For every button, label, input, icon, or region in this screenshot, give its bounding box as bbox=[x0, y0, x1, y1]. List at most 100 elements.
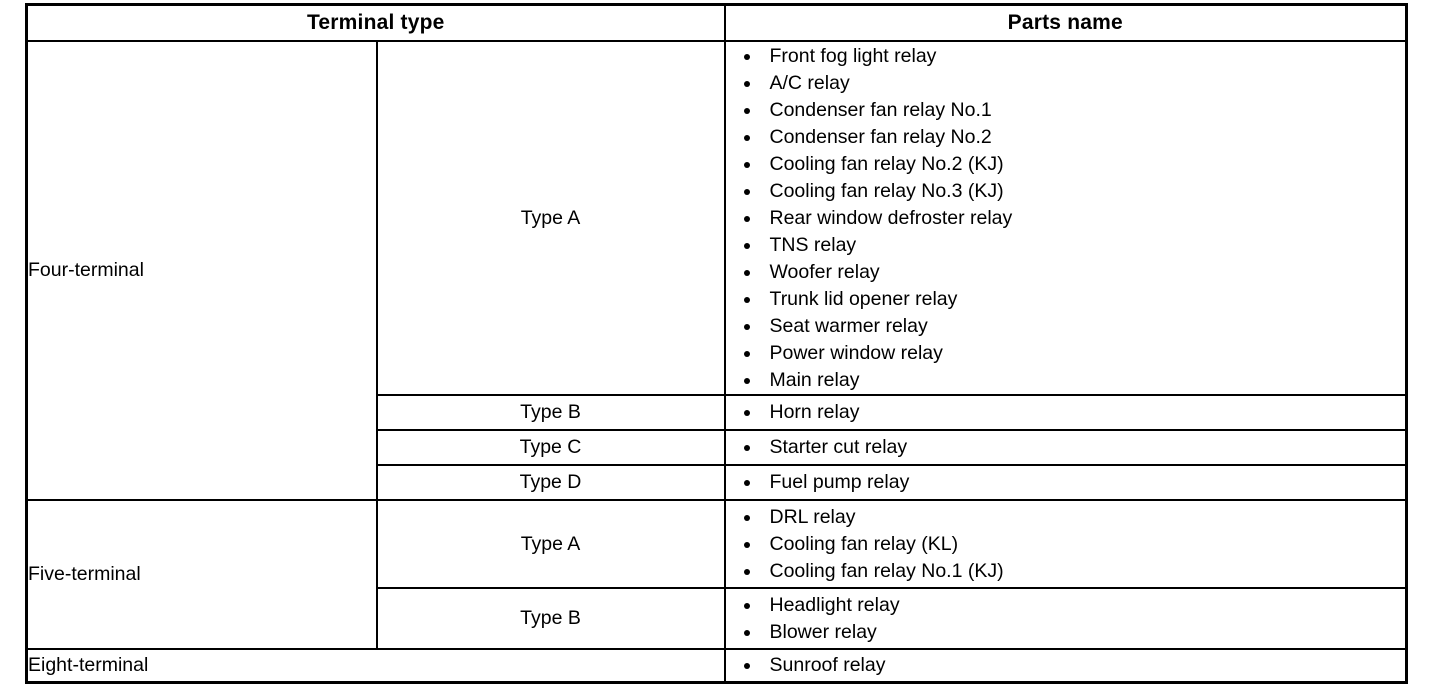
part-name: Condenser fan relay No.1 bbox=[769, 98, 992, 121]
type-label-four-d: Type D bbox=[375, 464, 726, 501]
list-item: Fuel pump relay bbox=[726, 469, 1406, 496]
part-name: Cooling fan relay (KL) bbox=[769, 532, 959, 555]
parts-cell-four-b: Horn relay bbox=[723, 394, 1408, 431]
bullet-icon bbox=[743, 107, 750, 114]
bullet-icon bbox=[743, 134, 750, 141]
bullet-icon bbox=[743, 53, 750, 60]
bullet-icon bbox=[743, 296, 750, 303]
list-item: Starter cut relay bbox=[726, 434, 1406, 461]
table-row: Five-terminal Type A DRL relay Cooling f… bbox=[25, 499, 1408, 650]
table-row: Type B Headlight relay Blower relay bbox=[27, 587, 1408, 650]
list-item: Headlight relay bbox=[726, 592, 1406, 619]
type-label-four-b: Type B bbox=[375, 394, 726, 431]
part-name: Blower relay bbox=[769, 620, 877, 643]
list-item: Sunroof relay bbox=[726, 652, 1406, 679]
part-name: TNS relay bbox=[769, 233, 857, 256]
part-name: Woofer relay bbox=[769, 260, 880, 283]
part-name: Cooling fan relay No.3 (KJ) bbox=[769, 179, 1004, 202]
bullet-icon bbox=[743, 602, 750, 609]
column-header-terminal-type: Terminal type bbox=[25, 3, 726, 42]
list-item: Cooling fan relay (KL) bbox=[726, 531, 1406, 558]
list-item: Cooling fan relay No.2 (KJ) bbox=[726, 151, 1406, 178]
part-name: DRL relay bbox=[769, 505, 856, 528]
bullet-icon bbox=[743, 161, 750, 168]
bullet-icon bbox=[743, 323, 750, 330]
list-item: Seat warmer relay bbox=[726, 313, 1406, 340]
parts-list: Fuel pump relay bbox=[726, 469, 1406, 496]
bullet-icon bbox=[743, 350, 750, 357]
part-name: Power window relay bbox=[769, 341, 943, 364]
list-item: Cooling fan relay No.1 (KJ) bbox=[726, 558, 1406, 585]
list-item: Blower relay bbox=[726, 619, 1406, 646]
list-item: DRL relay bbox=[726, 504, 1406, 531]
bullet-icon bbox=[743, 377, 750, 384]
table-row: Type C Starter cut relay bbox=[27, 429, 1408, 466]
parts-cell-five-a: DRL relay Cooling fan relay (KL) Cooling… bbox=[723, 499, 1408, 589]
bullet-icon bbox=[743, 541, 750, 548]
part-name: Front fog light relay bbox=[769, 44, 937, 67]
list-item: Main relay bbox=[726, 367, 1406, 394]
terminal-type-four-terminal: Four-terminal bbox=[25, 40, 378, 501]
parts-list: Starter cut relay bbox=[726, 434, 1406, 461]
part-name: Main relay bbox=[769, 368, 860, 391]
parts-list: DRL relay Cooling fan relay (KL) Cooling… bbox=[726, 504, 1406, 585]
bullet-icon bbox=[743, 445, 750, 451]
bullet-icon bbox=[743, 269, 750, 276]
parts-list: Sunroof relay bbox=[726, 652, 1406, 679]
terminal-type-eight-terminal: Eight-terminal bbox=[25, 648, 726, 684]
part-name: Condenser fan relay No.2 bbox=[769, 125, 992, 148]
part-name: Cooling fan relay No.1 (KJ) bbox=[769, 559, 1004, 582]
part-name: Sunroof relay bbox=[769, 654, 886, 676]
table-body: Four-terminal Type A Front fog light rel… bbox=[25, 40, 1408, 684]
part-name: Horn relay bbox=[769, 401, 860, 423]
table-header: Terminal type Parts name bbox=[25, 3, 1408, 42]
part-name: Trunk lid opener relay bbox=[769, 287, 958, 310]
list-item: Trunk lid opener relay bbox=[726, 286, 1406, 313]
bullet-icon bbox=[743, 480, 750, 486]
list-item: A/C relay bbox=[726, 70, 1406, 97]
list-item: Cooling fan relay No.3 (KJ) bbox=[726, 178, 1406, 205]
table-header-row: Terminal type Parts name bbox=[25, 3, 1408, 42]
list-item: Condenser fan relay No.2 bbox=[726, 124, 1406, 151]
part-name: Seat warmer relay bbox=[769, 314, 928, 337]
list-item: TNS relay bbox=[726, 232, 1406, 259]
list-item: Front fog light relay bbox=[726, 43, 1406, 70]
column-header-parts-name: Parts name bbox=[723, 3, 1408, 42]
bullet-icon bbox=[743, 188, 750, 195]
list-item: Condenser fan relay No.1 bbox=[726, 97, 1406, 124]
parts-cell-four-a: Front fog light relay A/C relay Condense… bbox=[723, 40, 1408, 396]
bullet-icon bbox=[743, 410, 750, 416]
type-label-five-a: Type A bbox=[375, 499, 726, 589]
bullet-icon bbox=[743, 568, 750, 575]
bullet-icon bbox=[743, 629, 750, 636]
part-name: Cooling fan relay No.2 (KJ) bbox=[769, 152, 1004, 175]
parts-list: Horn relay bbox=[726, 399, 1406, 426]
parts-cell-five-b: Headlight relay Blower relay bbox=[723, 587, 1408, 650]
parts-cell-four-c: Starter cut relay bbox=[723, 429, 1408, 466]
table-row: Type D Fuel pump relay bbox=[27, 464, 1408, 501]
parts-list: Headlight relay Blower relay bbox=[726, 592, 1406, 646]
parts-list: Front fog light relay A/C relay Condense… bbox=[726, 43, 1406, 394]
bullet-icon bbox=[743, 663, 750, 669]
part-name: Rear window defroster relay bbox=[769, 206, 1013, 229]
list-item: Woofer relay bbox=[726, 259, 1406, 286]
part-name: Starter cut relay bbox=[769, 436, 908, 458]
type-label-four-c: Type C bbox=[375, 429, 726, 466]
bullet-icon bbox=[743, 514, 750, 521]
table-row: Type B Horn relay bbox=[27, 394, 1408, 431]
table-row: Eight-terminal Sunroof relay bbox=[25, 648, 1408, 684]
terminal-type-five-terminal: Five-terminal bbox=[25, 499, 378, 650]
bullet-icon bbox=[743, 242, 750, 249]
parts-cell-eight: Sunroof relay bbox=[723, 648, 1408, 684]
part-name: Fuel pump relay bbox=[769, 471, 910, 493]
list-item: Rear window defroster relay bbox=[726, 205, 1406, 232]
type-label-four-a: Type A bbox=[375, 40, 726, 396]
part-name: Headlight relay bbox=[769, 593, 900, 616]
relay-terminal-table: Terminal type Parts name Four-terminal T… bbox=[25, 3, 1408, 684]
list-item: Power window relay bbox=[726, 340, 1406, 367]
table-row: Four-terminal Type A Front fog light rel… bbox=[25, 40, 1408, 501]
parts-cell-four-d: Fuel pump relay bbox=[723, 464, 1408, 501]
bullet-icon bbox=[743, 215, 750, 222]
list-item: Horn relay bbox=[726, 399, 1406, 426]
